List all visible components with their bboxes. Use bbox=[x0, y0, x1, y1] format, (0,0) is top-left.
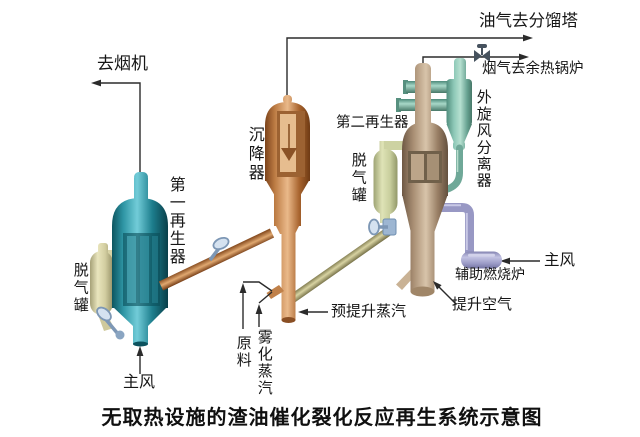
vessel-dome bbox=[112, 198, 168, 231]
arrowhead-right bbox=[523, 34, 533, 42]
internals-panel bbox=[427, 154, 439, 180]
label-pre-lift-steam: 预提升蒸汽 bbox=[331, 304, 407, 320]
arrowhead-left bbox=[91, 79, 101, 87]
label-auxiliary-combustion-furnace: 辅助燃烧炉 bbox=[455, 268, 525, 283]
vessel-cone bbox=[265, 179, 310, 196]
main-air-left-arrow bbox=[136, 346, 144, 374]
arrowhead-up bbox=[239, 283, 247, 293]
cyclone-cone bbox=[446, 124, 472, 143]
feedstock-pointer bbox=[239, 281, 273, 329]
arrowhead-up bbox=[255, 304, 263, 314]
arrowhead-up-left bbox=[433, 281, 442, 290]
first-regenerator-vessel bbox=[112, 172, 168, 347]
riser-bottom-cap bbox=[281, 317, 296, 323]
arrowhead-right bbox=[519, 53, 529, 61]
air-pipe bbox=[431, 203, 474, 258]
inlet-bottom-edge bbox=[133, 341, 148, 347]
arrowhead-up bbox=[136, 346, 144, 356]
valve-body bbox=[482, 50, 490, 62]
tank-bottom-stub bbox=[380, 212, 390, 223]
neck bbox=[415, 70, 431, 126]
valve-degassing-tank-right bbox=[368, 218, 397, 236]
oil-gas-line bbox=[286, 34, 533, 100]
label-degassing-tank-right: 脱气罐 bbox=[349, 152, 366, 204]
valve-degassing-tank-left bbox=[96, 306, 125, 340]
internal-cyclone bbox=[281, 148, 297, 161]
cyclone-dipleg bbox=[438, 144, 463, 195]
stripper-section bbox=[274, 194, 301, 226]
air-inlet-pipe bbox=[133, 325, 148, 344]
label-atomizing-steam: 雾化蒸汽 bbox=[255, 329, 272, 397]
valve-body bbox=[115, 330, 125, 340]
flue-gas-to-smoke-machine-line bbox=[91, 79, 141, 172]
settler-vessel bbox=[265, 95, 310, 323]
internals-panel bbox=[280, 114, 296, 172]
internals-slat bbox=[140, 236, 149, 303]
arrowhead-left bbox=[298, 308, 308, 316]
lift-air-pointer bbox=[433, 281, 457, 305]
atomizing-steam-pointer bbox=[255, 291, 273, 327]
label-first-regenerator: 第一再生器 bbox=[166, 176, 184, 266]
furnace-highlight bbox=[468, 253, 495, 257]
internals-slat bbox=[152, 236, 158, 303]
diagram-title: 无取热设施的渣油催化裂化反应再生系统示意图 bbox=[101, 407, 543, 429]
label-to-smoke-machine: 去烟机 bbox=[97, 54, 148, 73]
feed-nozzle bbox=[266, 285, 284, 299]
valve-handwheel bbox=[477, 44, 487, 48]
valve-body bbox=[474, 50, 482, 62]
regenerator-riser bbox=[410, 230, 435, 292]
label-external-cyclone-separator: 外旋风分离器 bbox=[474, 89, 491, 190]
tank-body bbox=[373, 149, 398, 215]
valve-handwheel bbox=[368, 218, 380, 236]
valve-handwheel bbox=[96, 306, 112, 322]
label-second-regenerator: 第二再生器 bbox=[336, 115, 409, 131]
label-lift-air: 提升空气 bbox=[452, 297, 513, 313]
valve-catalyst-transfer bbox=[208, 236, 230, 262]
auxiliary-combustion-furnace bbox=[431, 203, 502, 269]
label-flue-gas-to-waste-heat-boiler: 烟气去余热锅炉 bbox=[482, 61, 584, 77]
valve-flue-gas-line bbox=[474, 44, 490, 62]
cyclone-outlet-pipe bbox=[454, 58, 466, 84]
tank-body bbox=[90, 251, 113, 315]
riser-pipe bbox=[281, 232, 296, 320]
internals-panel bbox=[411, 154, 424, 180]
degassing-tank-right bbox=[373, 141, 409, 223]
second-regenerator-vessel bbox=[396, 63, 448, 297]
main-air-right-arrow bbox=[500, 257, 540, 265]
arrowhead-left bbox=[500, 257, 510, 265]
pre-lift-steam-pointer bbox=[298, 308, 328, 316]
label-main-air-right: 主风 bbox=[544, 252, 576, 269]
cyclone-body bbox=[446, 79, 472, 126]
vessel-cone bbox=[402, 194, 448, 233]
valve-handwheel bbox=[212, 236, 230, 251]
catalyst-transfer-pipe bbox=[158, 228, 275, 291]
label-main-air-left: 主风 bbox=[123, 374, 156, 391]
dome-nub bbox=[283, 95, 292, 104]
pipe-flange bbox=[403, 80, 408, 94]
internals-slat bbox=[127, 236, 136, 303]
catalyst-return-pipe bbox=[286, 227, 392, 305]
vessel-cone bbox=[112, 306, 168, 326]
label-feedstock: 原料 bbox=[234, 335, 251, 369]
label-oil-gas-to-fractionator: 油气去分馏塔 bbox=[479, 11, 578, 30]
tank-top-connector bbox=[384, 141, 409, 150]
label-settler: 沉降器 bbox=[245, 126, 263, 183]
riser-bottom-cap bbox=[410, 286, 435, 297]
label-degassing-tank-left: 脱气罐 bbox=[71, 262, 88, 314]
neck bbox=[134, 178, 148, 204]
pipe-flange bbox=[396, 98, 401, 112]
